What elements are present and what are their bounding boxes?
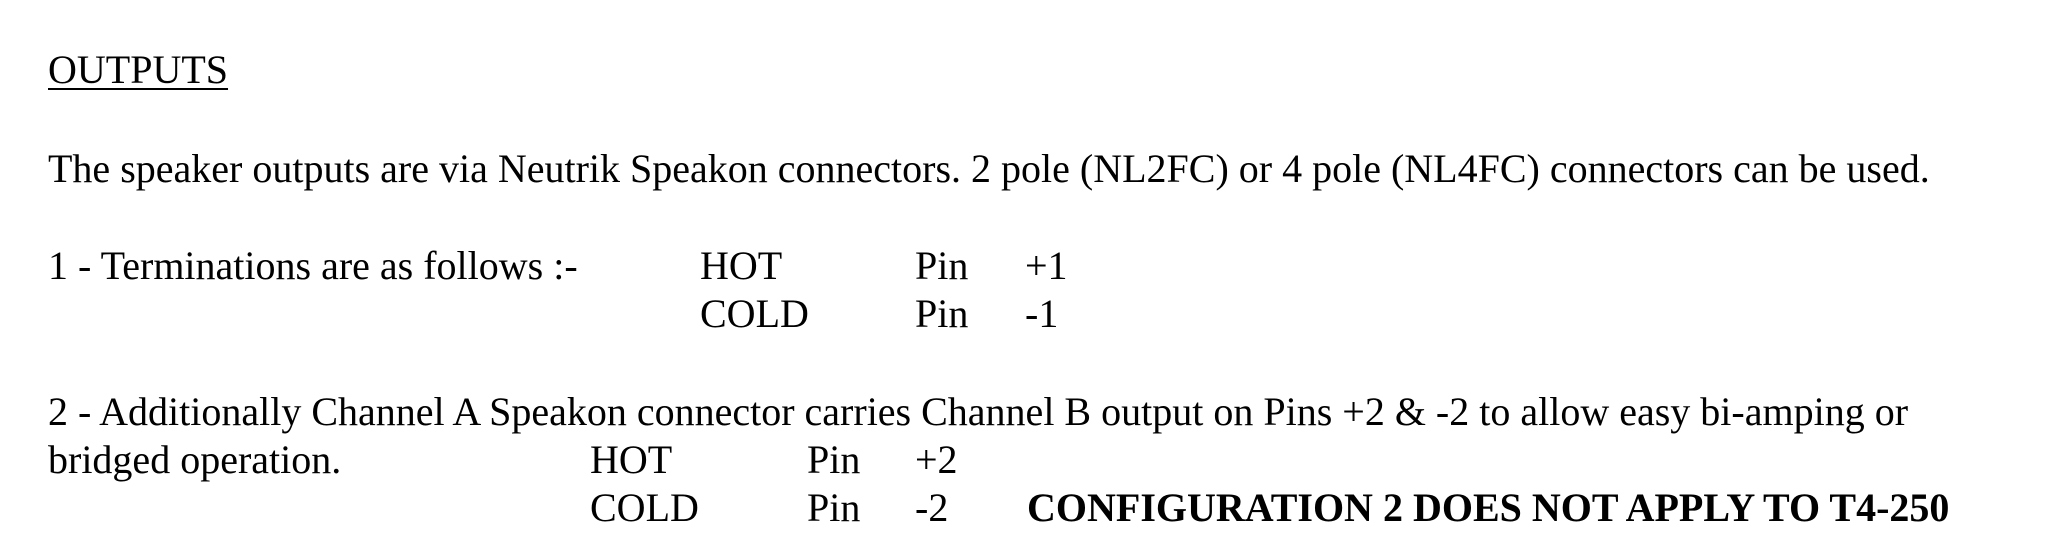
termination1-hot-pin-value: +1 [1025, 243, 1068, 288]
bi-amping-paragraph-line2: bridged operation. [48, 437, 342, 482]
termination1-hot-pin-label: Pin [915, 243, 969, 288]
termination1-cold-signal: COLD [700, 291, 809, 336]
configuration-warning: CONFIGURATION 2 DOES NOT APPLY TO T4-250 [1027, 485, 1950, 530]
bi-amping-paragraph-line1: 2 - Additionally Channel A Speakon conne… [48, 389, 1909, 434]
termination2-cold-pin-value: -2 [915, 485, 949, 530]
termination1-cold-pin-value: -1 [1025, 291, 1059, 336]
termination1-hot-signal: HOT [700, 243, 783, 288]
termination2-hot-pin-value: +2 [915, 437, 958, 482]
speaker-outputs-paragraph: The speaker outputs are via Neutrik Spea… [48, 146, 1930, 191]
terminations-label: 1 - Terminations are as follows :- [48, 243, 578, 288]
termination2-hot-pin-label: Pin [807, 437, 861, 482]
termination1-cold-pin-label: Pin [915, 291, 969, 336]
section-heading-outputs: OUTPUTS [48, 47, 229, 92]
termination2-hot-signal: HOT [590, 437, 673, 482]
termination2-cold-pin-label: Pin [807, 485, 861, 530]
termination2-cold-signal: COLD [590, 485, 699, 530]
